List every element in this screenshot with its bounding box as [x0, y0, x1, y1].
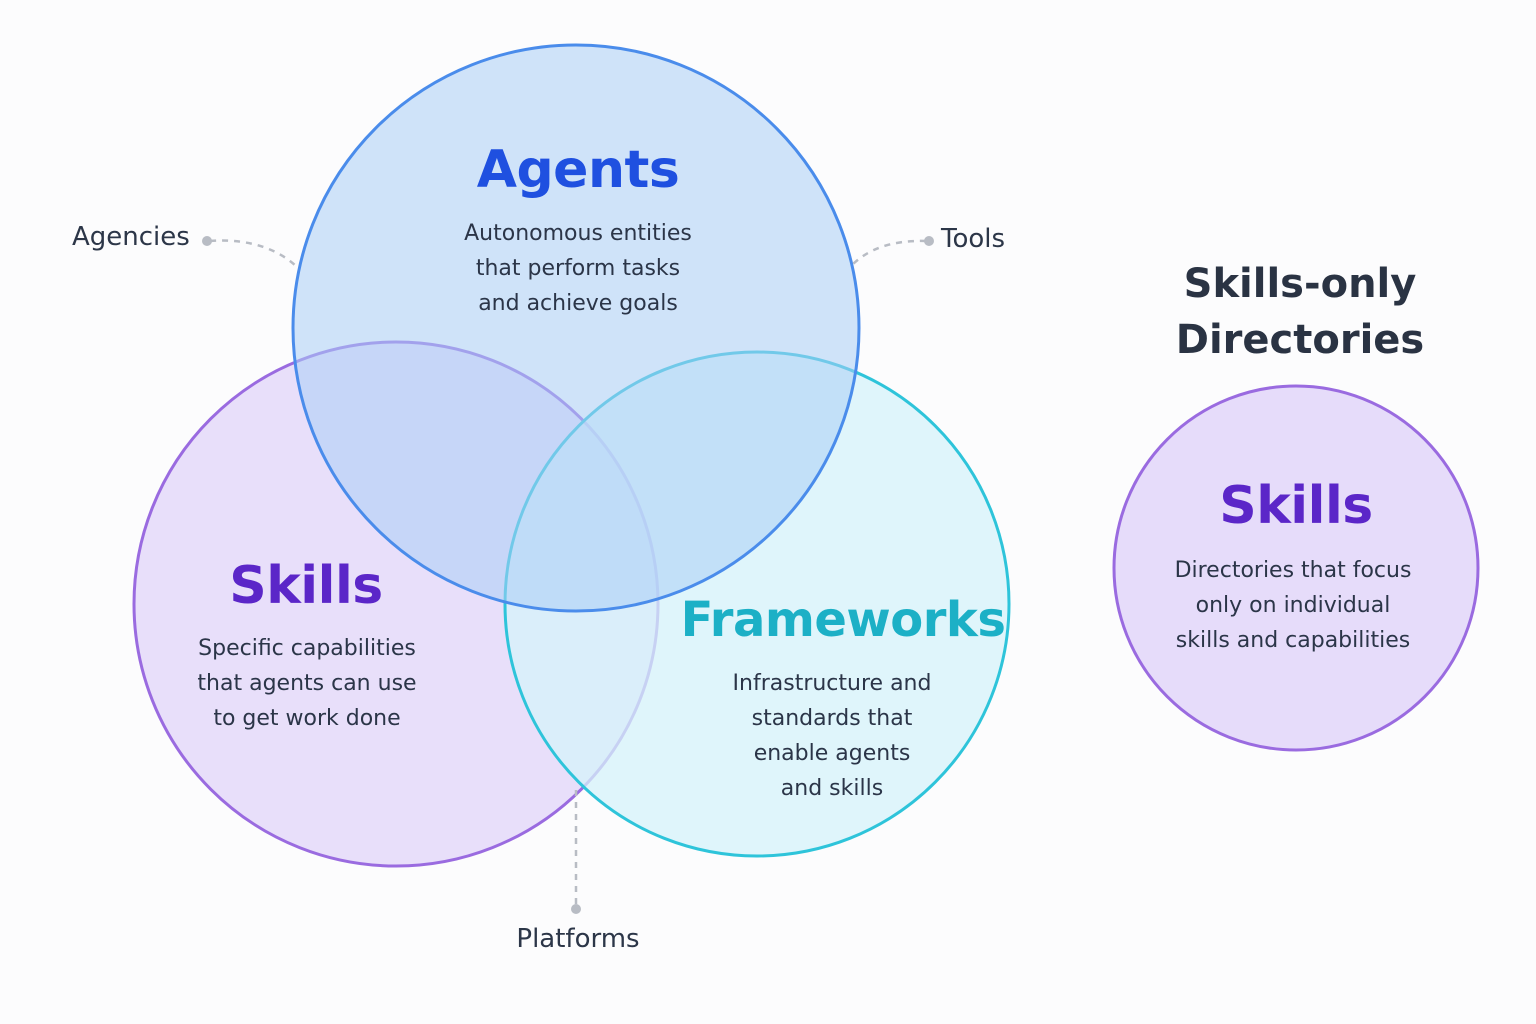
platforms-label: Platforms [516, 924, 640, 954]
skills-description: Specific capabilities that agents can us… [197, 631, 416, 736]
frameworks-desc-line: Infrastructure and [732, 671, 932, 696]
skills-title: Skills [229, 556, 383, 616]
side-skills-description: Directories that focus only on individua… [1175, 553, 1412, 658]
platforms-connector-dot [571, 904, 581, 914]
skills-only-directories-heading: Skills-only Directories [1176, 256, 1424, 368]
heading-line: Skills-only [1183, 261, 1417, 307]
skills-desc-line: Specific capabilities [198, 636, 416, 661]
frameworks-desc-line: and skills [780, 776, 884, 801]
side-skills-circle [1112, 384, 1480, 752]
side-skills-title: Skills [1219, 476, 1373, 536]
tools-connector-dot [924, 236, 934, 246]
agencies-connector [209, 239, 299, 269]
agencies-label: Agencies [72, 222, 190, 252]
skills-desc-line: that agents can use [197, 671, 417, 696]
frameworks-desc-line: standards that [751, 706, 913, 731]
agents-desc-line: and achieve goals [478, 291, 678, 316]
agents-desc-line: that perform tasks [475, 256, 681, 281]
frameworks-description: Infrastructure and standards that enable… [733, 666, 932, 806]
agents-circle [291, 43, 861, 613]
agents-desc-line: Autonomous entities [464, 221, 692, 246]
side-desc-line: Directories that focus [1174, 558, 1412, 583]
frameworks-title: Frameworks [680, 592, 1006, 648]
agencies-connector-dot [202, 236, 212, 246]
skills-desc-line: to get work done [213, 706, 401, 731]
agents-description: Autonomous entities that perform tasks a… [464, 216, 692, 321]
side-desc-line: only on individual [1195, 593, 1391, 618]
heading-line: Directories [1175, 317, 1425, 363]
agents-title: Agents [476, 140, 680, 200]
tools-label: Tools [941, 224, 1006, 254]
tools-connector [852, 239, 927, 265]
side-desc-line: skills and capabilities [1175, 628, 1411, 653]
frameworks-desc-line: enable agents [753, 741, 911, 766]
